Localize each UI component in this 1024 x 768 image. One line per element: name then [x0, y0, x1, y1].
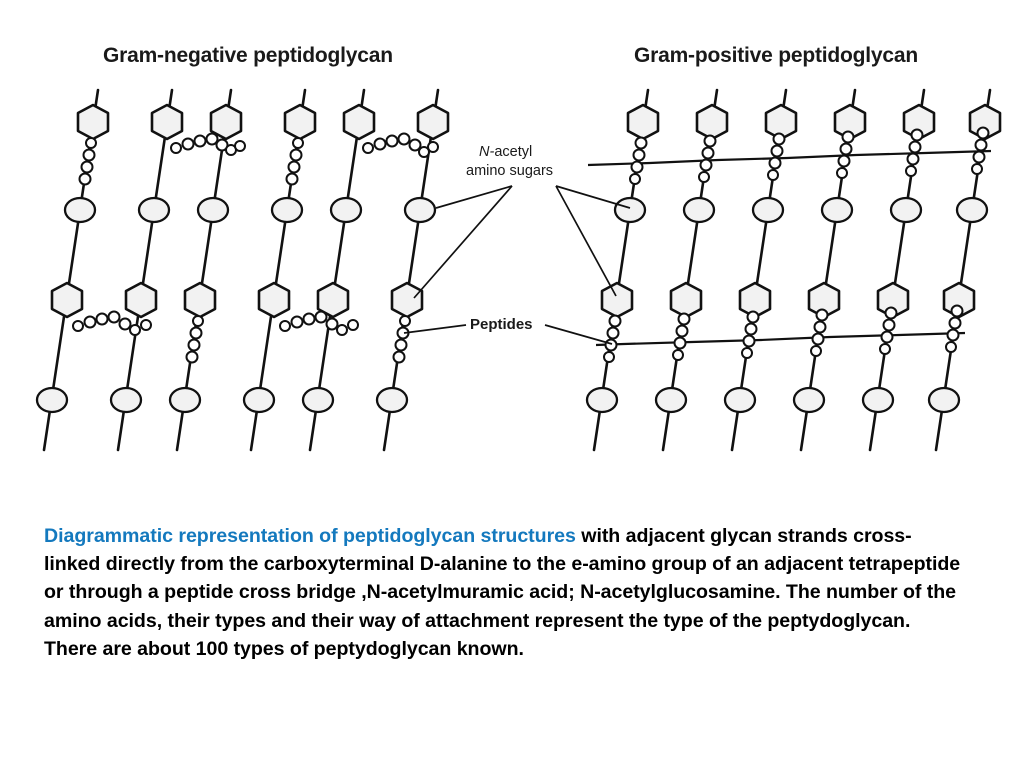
nag-circle-icon — [751, 196, 785, 224]
nam-hexagon-icon — [669, 281, 703, 319]
nag-circle-icon — [682, 196, 716, 224]
nam-hexagon-icon — [124, 281, 158, 319]
nam-hexagon-icon — [390, 281, 424, 319]
annotation-n-acetyl-amino-sugars: N-acetyl amino sugars — [413, 144, 631, 299]
leader-line — [413, 185, 513, 299]
nag-circle-icon — [375, 386, 409, 414]
nam-hexagon-icon — [626, 103, 660, 141]
peptide-chain-hanging — [185, 315, 204, 364]
nam-hexagon-icon — [342, 103, 376, 141]
peptide-bridge — [170, 132, 246, 156]
nag-circle-icon — [613, 196, 647, 224]
peptidoglycan-diagram-svg: Gram-negative peptidoglycan Gram-positiv… — [35, 44, 1002, 452]
caption-body: with adjacent glycan strands cross-linke… — [44, 524, 961, 661]
nag-circle-icon — [792, 386, 826, 414]
nam-hexagon-icon — [50, 281, 84, 319]
peptide-chain-vertical-row1 — [629, 126, 990, 185]
nag-circle-icon — [585, 386, 619, 414]
nag-circle-icon — [403, 196, 437, 224]
nag-circle-icon — [955, 196, 989, 224]
peptide-crosslink-line — [595, 331, 966, 347]
nag-circle-icon — [889, 196, 923, 224]
nam-hexagon-icon — [76, 103, 110, 141]
peptide-chain-hanging — [78, 137, 97, 186]
leader-lines-sugars — [413, 185, 631, 299]
nam-hexagon-icon — [600, 281, 634, 319]
nag-circle-icon — [654, 386, 688, 414]
nam-hexagon-icon — [283, 103, 317, 141]
gram-positive-panel — [585, 88, 1002, 452]
leader-line — [555, 185, 631, 209]
leader-line — [403, 324, 467, 334]
nag-circle-icon — [35, 386, 69, 414]
nag-circle-icon — [301, 386, 335, 414]
nag-circle-icon — [270, 196, 304, 224]
peptidoglycan-figure: Gram-negative peptidoglycan Gram-positiv… — [35, 44, 1002, 452]
nag-circle-icon — [168, 386, 202, 414]
nam-hexagon-icon — [257, 281, 291, 319]
annotation-peptides: Peptides — [403, 316, 613, 345]
peptides-label: Peptides — [470, 316, 533, 333]
leader-line — [555, 185, 617, 297]
right-panel-title: Gram-positive peptidoglycan — [634, 44, 918, 67]
leader-line — [435, 185, 513, 209]
nag-circle-icon — [723, 386, 757, 414]
leader-line — [544, 324, 613, 345]
peptide-bridge — [72, 310, 152, 336]
leader-lines-peptides — [403, 324, 613, 345]
nag-circle-icon — [137, 196, 171, 224]
nag-circle-icon — [927, 386, 961, 414]
figure-caption: Diagrammatic representation of peptidogl… — [44, 522, 964, 664]
peptide-bridge — [279, 310, 359, 336]
left-panel-title: Gram-negative peptidoglycan — [103, 44, 393, 67]
nag-circle-icon — [820, 196, 854, 224]
peptide-bridge — [362, 132, 439, 158]
nag-circle-icon — [861, 386, 895, 414]
n-acetyl-label-line2: amino sugars — [466, 163, 553, 179]
peptide-crosslink-line — [587, 149, 992, 167]
caption-highlight: Diagrammatic representation of peptidogl… — [44, 524, 576, 547]
nam-hexagon-icon — [695, 103, 729, 141]
nam-hexagon-icon — [416, 103, 450, 141]
nag-circle-icon — [329, 196, 363, 224]
peptide-chain-vertical-row2 — [603, 304, 964, 363]
n-acetyl-label-line1: N-acetyl — [479, 144, 532, 160]
peptide-chain-hanging — [392, 315, 411, 364]
nam-hexagon-icon — [183, 281, 217, 319]
nag-circle-icon — [242, 386, 276, 414]
peptide-chain-hanging — [285, 137, 304, 186]
gram-negative-panel — [35, 88, 450, 452]
nag-circle-icon — [196, 196, 230, 224]
nag-circle-icon — [109, 386, 143, 414]
nam-hexagon-icon — [150, 103, 184, 141]
nag-circle-icon — [63, 196, 97, 224]
